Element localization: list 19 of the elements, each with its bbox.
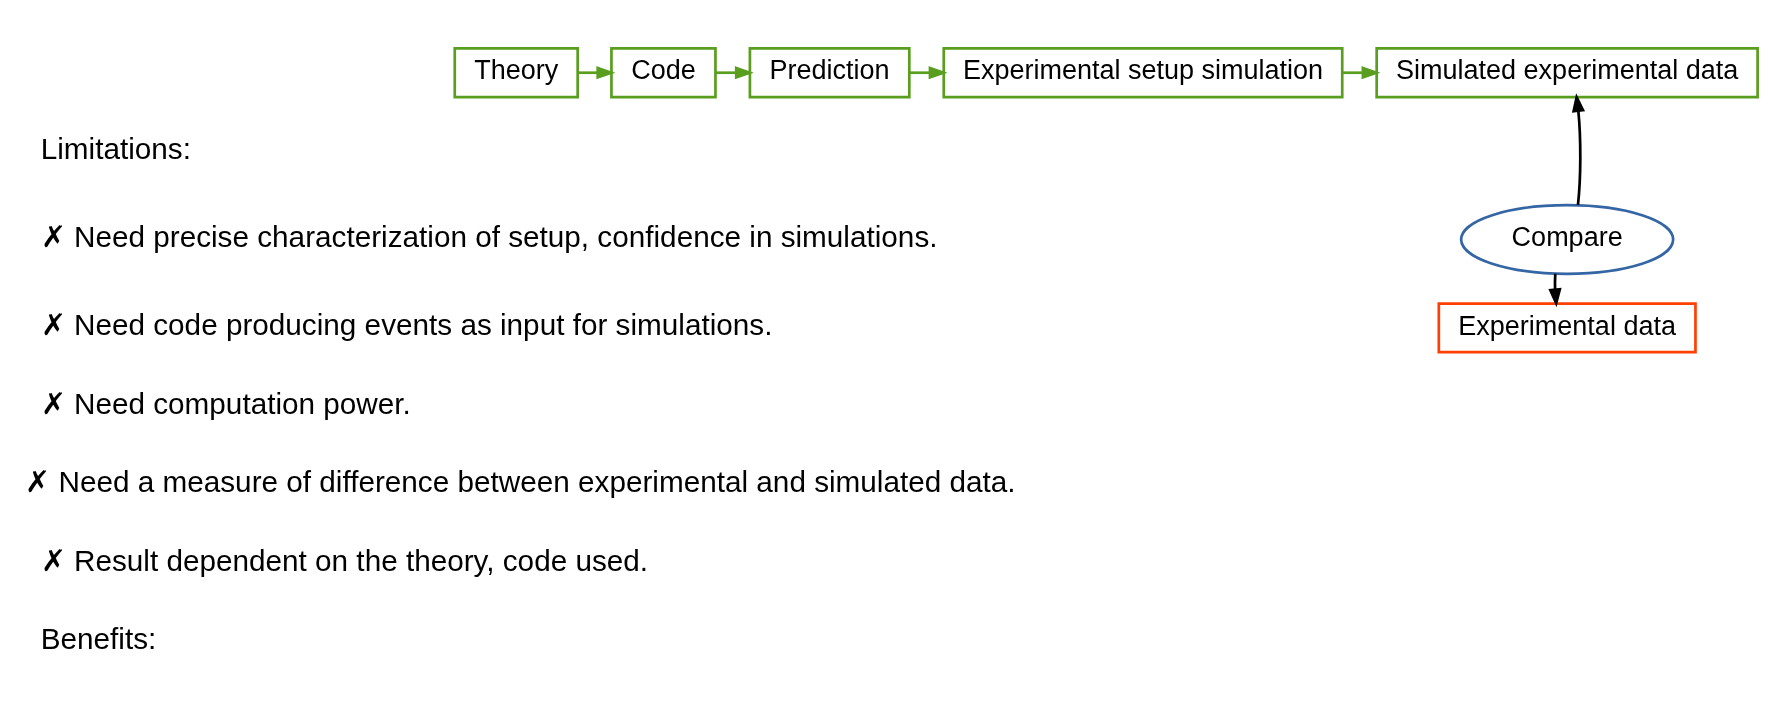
node-ellipse: Compare xyxy=(1459,203,1675,275)
node-box: Experimental setup simulation xyxy=(942,46,1344,98)
arrow xyxy=(577,65,616,79)
arrow xyxy=(1571,92,1586,205)
label: ✗ Need code producing events as input for simulations. xyxy=(40,307,773,341)
arrow xyxy=(909,65,948,79)
label: ✗ Need precise characterization of setup, confidence in simulations. xyxy=(40,219,938,253)
label: Benefits: xyxy=(40,621,157,655)
node-box: Code xyxy=(610,46,717,98)
node-box: Simulated experimental data xyxy=(1375,46,1759,98)
arrow xyxy=(716,65,754,79)
label: ✗ Need a measure of difference between experimental and simulated data. xyxy=(25,464,1016,498)
node-box: Prediction xyxy=(748,46,911,98)
node-box: Theory xyxy=(453,46,580,98)
label: Limitations: xyxy=(40,131,191,165)
node-box: Experimental data xyxy=(1437,301,1697,354)
arrow xyxy=(1342,65,1381,79)
label: ✗ Result dependent on the theory, code used. xyxy=(40,543,649,576)
label: ✗ Need computation power. xyxy=(40,386,411,420)
